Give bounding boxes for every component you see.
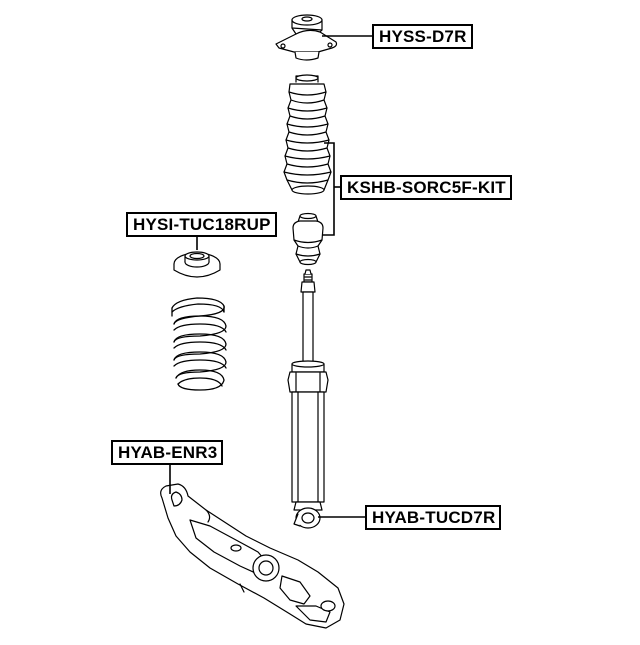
top-mount-drawing	[275, 14, 338, 61]
coil-spring-drawing	[171, 297, 227, 391]
leader-lines	[169, 35, 372, 518]
part-label-hyab-tucd7r: HYAB-TUCD7R	[365, 505, 502, 530]
leader-kshb-bracket	[322, 142, 335, 236]
part-label-hyss-d7r: HYSS-D7R	[372, 24, 473, 49]
shock-absorber-drawing	[287, 269, 329, 529]
part-label-hyab-enr3: HYAB-ENR3	[111, 440, 224, 465]
part-label-kshb-sorc5f-kit: KSHB-SORC5F-KIT	[340, 175, 512, 200]
spring-insulator-drawing	[173, 251, 221, 278]
part-label-hysi-tuc18rup: HYSI-TUC18RUP	[126, 212, 277, 237]
dust-boot-drawing	[283, 74, 332, 195]
lower-arm-drawing	[160, 483, 345, 629]
bump-stop-drawing	[292, 212, 324, 266]
